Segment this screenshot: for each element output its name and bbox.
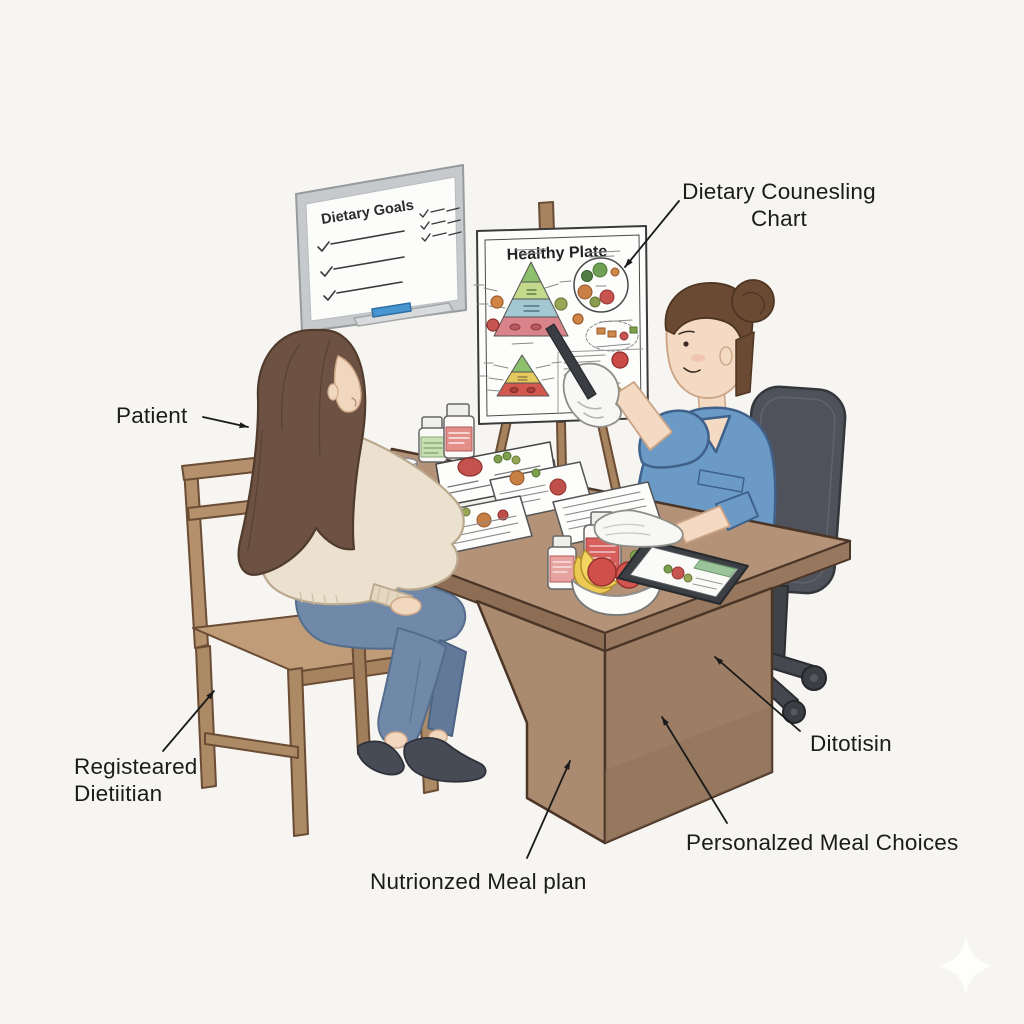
poster-title: Healthy Plate (506, 243, 607, 264)
marker-tray (353, 302, 454, 327)
label-dietitian-right: Ditotisin (810, 731, 892, 756)
desk-edge-band (604, 540, 851, 652)
label-patient: Patient (116, 403, 188, 428)
food-icon (572, 313, 584, 325)
whiteboard: Dietary Goals (295, 164, 467, 333)
eyebrow (678, 330, 695, 335)
label-counseling-chart: Dietary Counesling Chart (640, 178, 918, 232)
mini-diagram (585, 319, 639, 352)
smile (683, 367, 701, 373)
hair-bun (731, 279, 775, 323)
arrow-to-desk-corner (661, 716, 728, 824)
arrow-to-desk-side (714, 656, 801, 732)
food-icon (554, 297, 568, 311)
sweater-ribbing (299, 591, 339, 605)
pill-bottle-red (443, 403, 475, 459)
arrow-to-desk-front (526, 760, 571, 859)
label-registered-dietitian-line1: Registeared (74, 754, 198, 779)
tablet (617, 539, 749, 605)
glove-hand (593, 509, 684, 548)
food-icon (486, 318, 500, 332)
ankle (384, 731, 408, 749)
sparkle-icon (940, 935, 992, 996)
checklist-left (317, 230, 405, 301)
label-meal-choices: Personalzed Meal Choices (686, 830, 959, 855)
desk-front-panel (475, 599, 607, 845)
arrow-to-patient (202, 416, 249, 429)
label-counseling-chart-line1: Dietary Counesling (682, 179, 876, 204)
flat-shoe (357, 740, 405, 776)
food-icon (611, 351, 629, 369)
desk-shading (605, 706, 772, 843)
ear (327, 383, 339, 401)
arrow-to-chair (162, 690, 215, 752)
eye (683, 341, 689, 347)
pill-bottle-green (418, 416, 448, 463)
desk-items (388, 403, 759, 616)
dietitian-resting-hand (593, 491, 759, 548)
poster-divider (559, 348, 644, 353)
arrow-to-chart (624, 200, 680, 268)
marker-icon (371, 302, 412, 318)
food-icon (490, 295, 504, 309)
pyramid2-marks (509, 376, 536, 393)
poster-scribble-labels (473, 248, 621, 309)
desk-side-panel (603, 586, 774, 845)
blush (691, 354, 705, 362)
label-counseling-chart-line2: Chart (750, 206, 808, 231)
food-pyramid-lower (496, 354, 550, 397)
flat-shoe (403, 736, 487, 783)
hand (390, 596, 422, 616)
label-registered-dietitian: Registeared Dietiitian (74, 753, 198, 807)
poster-scribble-labels-2 (478, 342, 562, 392)
pyramid-band-marks (523, 289, 540, 312)
chest-pocket (697, 469, 745, 493)
apple (587, 557, 617, 587)
checklist-right (419, 207, 462, 242)
forearm (611, 381, 673, 451)
label-registered-dietitian-line2: Dietiitian (74, 781, 163, 806)
patient-figure (237, 328, 487, 783)
label-meal-plan: Nutrionzed Meal plan (370, 869, 587, 894)
plate-diagram (573, 257, 629, 313)
pointer-pen (545, 323, 597, 400)
mouth (351, 397, 357, 407)
ear (719, 346, 733, 366)
pill-bottle-small (547, 535, 577, 590)
annotation-arrows (162, 200, 801, 859)
